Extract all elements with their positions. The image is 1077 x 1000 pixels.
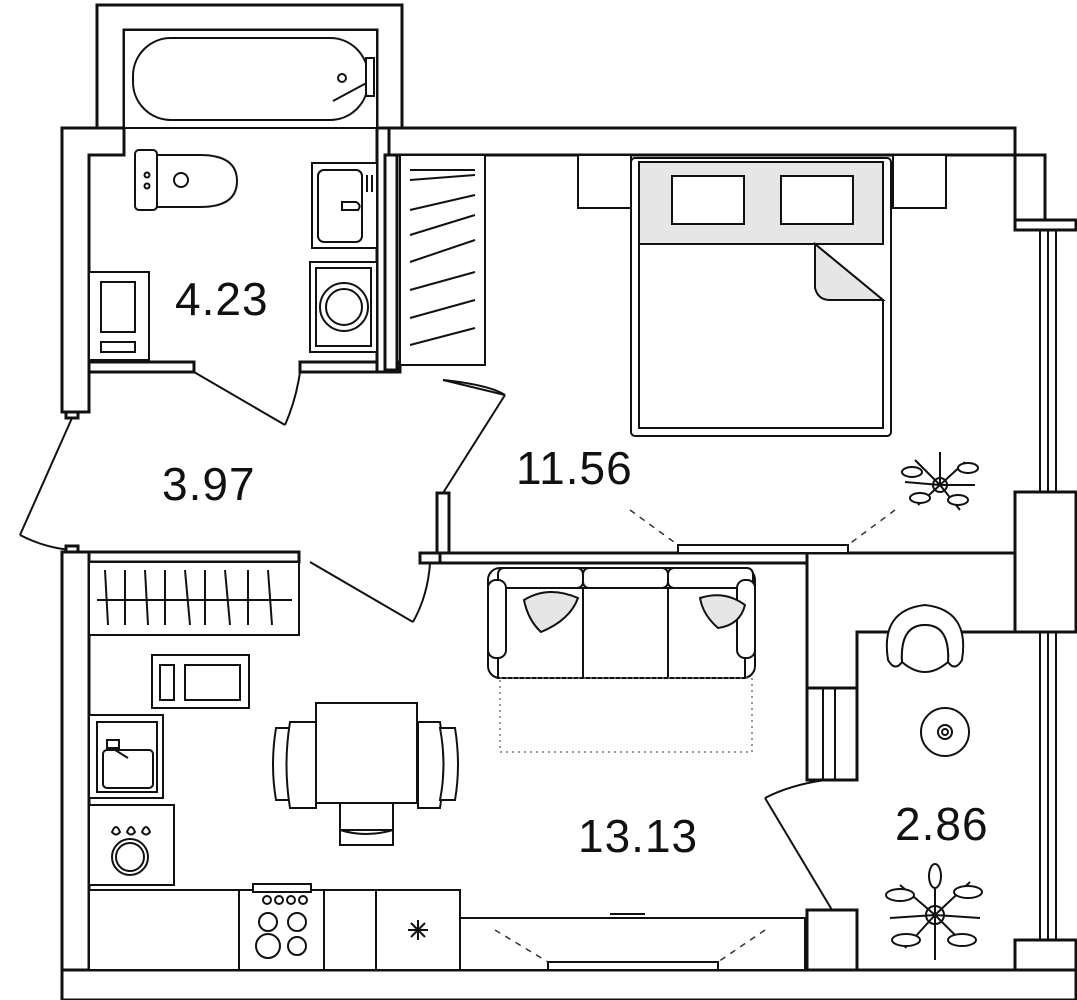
washing-machine <box>309 261 378 353</box>
dining-table <box>272 702 459 846</box>
wardrobe-hallway <box>88 561 300 636</box>
tv-stand <box>459 913 806 971</box>
interior-walls <box>87 126 1017 972</box>
area-label-living-kitchen: 13.13 <box>578 810 698 862</box>
area-labels: 4.23 3.97 11.56 13.13 2.86 <box>162 273 989 862</box>
bed <box>577 154 947 437</box>
plant-bedroom <box>901 452 979 511</box>
kitchen-sink <box>88 714 164 799</box>
area-label-bathroom: 4.23 <box>175 273 269 325</box>
toilet <box>134 149 239 211</box>
shoe-cabinet <box>151 654 250 709</box>
wardrobe-bedroom <box>399 154 486 366</box>
sink-bathroom <box>311 162 378 249</box>
sofa <box>487 567 756 679</box>
bathtub <box>123 29 378 129</box>
bathroom-cabinet <box>88 271 150 361</box>
area-label-balcony: 2.86 <box>895 798 989 850</box>
rug <box>499 677 753 753</box>
area-label-hallway: 3.97 <box>162 458 256 510</box>
balcony-door-frame <box>822 687 836 781</box>
doors <box>19 371 833 911</box>
balcony-chair <box>885 603 965 673</box>
plant-balcony <box>885 863 983 960</box>
kitchen-counter <box>88 883 461 971</box>
balcony-table <box>920 707 970 757</box>
area-label-bedroom: 11.56 <box>516 442 633 494</box>
bedroom-window-sill <box>629 509 896 554</box>
window-balcony <box>1039 631 1057 941</box>
window-bedroom <box>1039 229 1057 493</box>
cooktop-side <box>88 804 175 886</box>
